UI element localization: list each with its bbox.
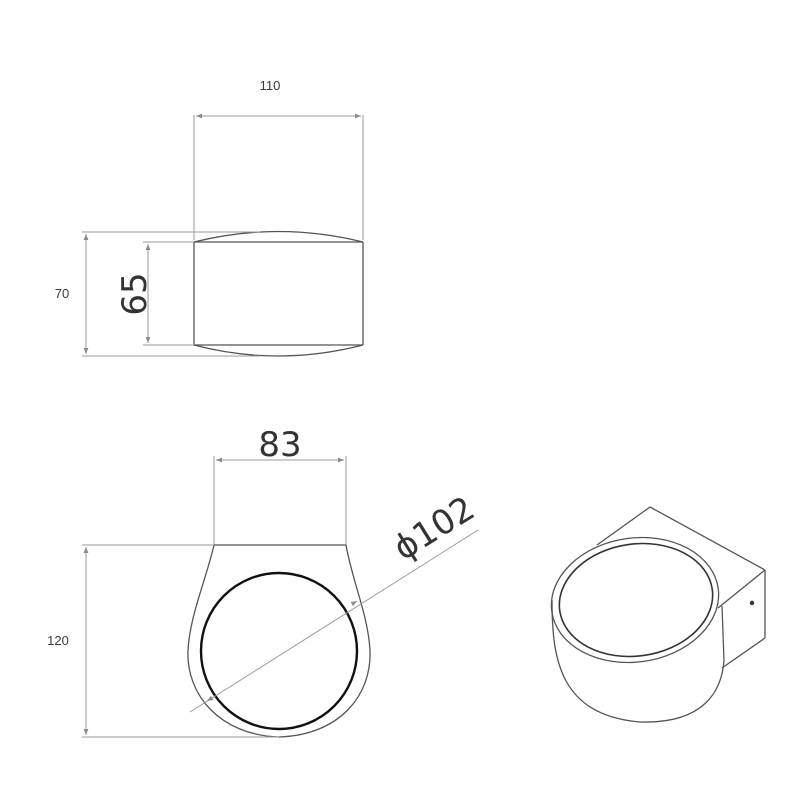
iso-back-bottom-edge [721,637,766,669]
iso-lens-inner-rim [558,542,714,658]
wall-light-isometric-icon [550,506,766,723]
front-view-diameter-leader [189,529,479,713]
iso-lens-outer-rim [550,536,720,664]
top-view-body-height-label: 65 [115,272,155,315]
front-view-diameter-arrow-lower [206,695,214,702]
iso-box-front-top-edge [717,569,766,609]
top-view-lens-top-curve [193,230,364,243]
top-view-lens-bottom-curve [193,344,364,357]
iso-cylinder-outline [551,599,725,723]
iso-screw-hole [749,600,755,606]
iso-back-top-left-edge [596,506,651,546]
top-view-overall-height-label: 70 [55,286,69,301]
front-view-top-width-label: 83 [258,425,301,465]
front-view: 83 ϕ102 120 [47,425,482,738]
top-view: 110 70 65 [55,78,364,357]
front-view-height-label: 120 [47,633,69,648]
front-view-lens-circle [199,571,359,731]
iso-back-top-edge [649,506,766,571]
front-view-diameter-arrow-upper [350,600,358,607]
front-view-diameter-label: ϕ102 [387,489,482,569]
top-view-width-label: 110 [260,78,281,93]
